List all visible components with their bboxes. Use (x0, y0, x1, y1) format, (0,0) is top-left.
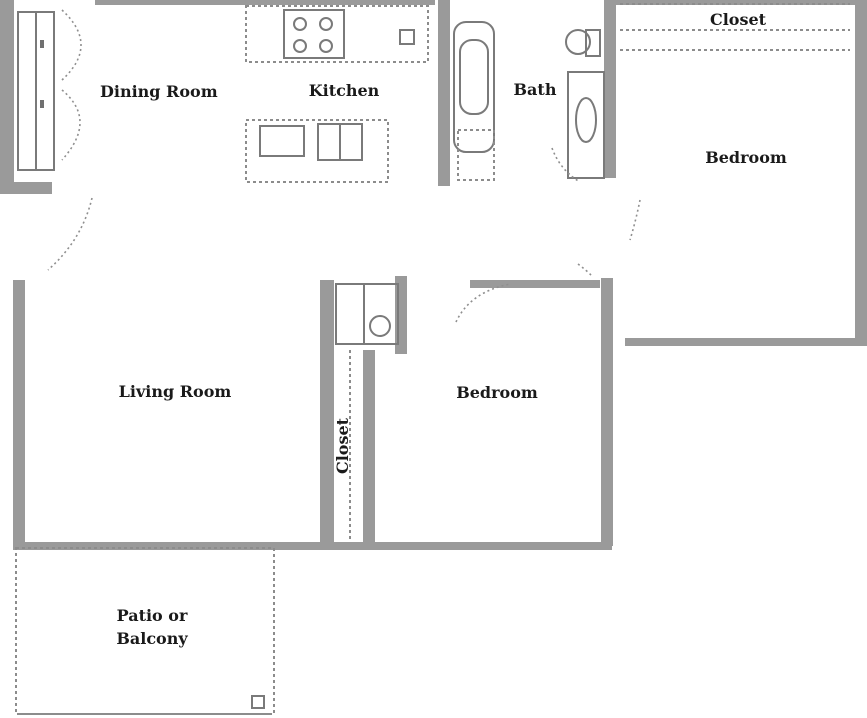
bathtub-inner (459, 39, 489, 115)
wall-bedroom-center-top (470, 280, 600, 288)
patio-corner-post (251, 695, 265, 709)
label-closet-middle: Closet (333, 417, 352, 475)
entry-door-swing (47, 197, 93, 271)
wall-bedroom-center-right (601, 278, 613, 546)
label-patio-line2: Balcony (116, 629, 188, 648)
wall-dining-left (0, 0, 14, 185)
kitchen-outlet (399, 29, 415, 45)
bedroom-center-detail (577, 263, 593, 277)
burner-4 (319, 39, 333, 53)
patio-outline (15, 547, 275, 715)
wall-closet-right (363, 350, 375, 542)
toilet-tank (585, 29, 601, 57)
bedroom-right-door-swing (629, 199, 641, 241)
label-bedroom-right: Bedroom (705, 148, 787, 167)
wall-kitchen-bath (438, 0, 450, 186)
bath-door-swing (551, 147, 581, 183)
kitchen-upper-counter (245, 5, 429, 63)
vanity-sink (575, 97, 597, 143)
water-heater (369, 315, 391, 337)
wall-bath-right (604, 0, 616, 178)
dining-door-swing-1 (61, 9, 82, 81)
burner-3 (293, 39, 307, 53)
closet-linen (335, 283, 399, 345)
wall-closet-left (320, 280, 334, 542)
label-bedroom-center: Bedroom (456, 383, 538, 402)
closet-middle-fixtures (335, 283, 399, 540)
vanity (567, 71, 605, 179)
wall-bottom (14, 542, 612, 550)
burner-2 (319, 17, 333, 31)
label-living-room: Living Room (118, 382, 232, 401)
label-patio-line1: Patio or (116, 606, 188, 625)
bath-cabinet (457, 129, 495, 181)
bedroom-center-door-swing (455, 283, 511, 323)
dining-cabinet (17, 9, 82, 171)
label-kitchen: Kitchen (308, 81, 380, 100)
stove (283, 9, 345, 59)
label-bath: Bath (513, 80, 557, 99)
wall-top-right (615, 0, 855, 5)
kitchen-sink (259, 125, 305, 157)
hutch-knob-1 (40, 40, 44, 48)
label-dining-room: Dining Room (100, 82, 218, 101)
burner-1 (293, 17, 307, 31)
toilet (565, 29, 591, 55)
bathtub (453, 21, 495, 153)
label-closet-top: Closet (709, 10, 767, 29)
wall-bedroom-right-bottom (625, 338, 867, 346)
wall-closet-top-right (395, 276, 407, 354)
wall-bedroom-right (855, 0, 867, 345)
bath-fixtures (453, 21, 605, 183)
closet-top-fixtures (620, 3, 850, 241)
hutch-knob-2 (40, 100, 44, 108)
wall-living-left (13, 280, 25, 550)
dining-door-swing-2 (61, 89, 81, 161)
wall-dining-bottom (0, 182, 52, 194)
wall-top (95, 0, 435, 5)
kitchen-fixtures (245, 5, 429, 183)
